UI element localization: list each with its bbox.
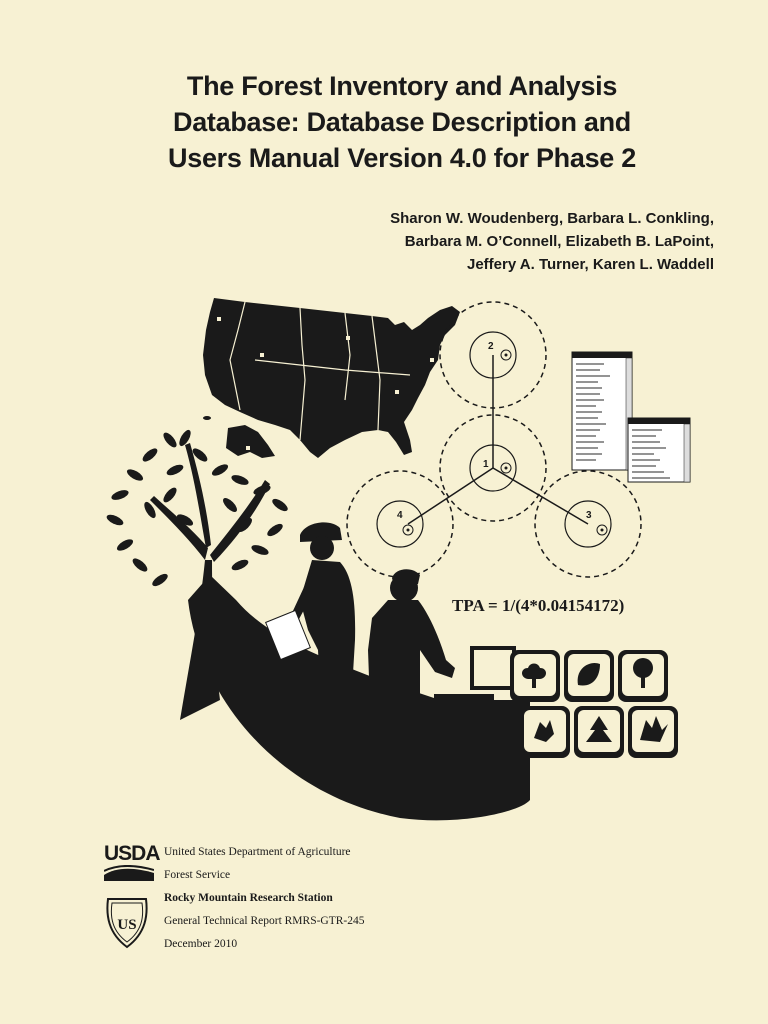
title-line-1: The Forest Inventory and Analysis [186, 71, 618, 101]
usda-logo-text: USDA [104, 842, 161, 865]
leaf-key-icon [628, 706, 678, 758]
database-table-icon [627, 417, 691, 483]
us-map-icon [203, 298, 460, 458]
station-name: Rocky Mountain Research Station [164, 892, 333, 904]
author-line-2: Barbara M. O’Connell, Elizabeth B. LaPoi… [404, 233, 714, 250]
plot-label-2: 2 [488, 341, 494, 352]
report-title: The Forest Inventory and Analysis Databa… [84, 68, 720, 176]
plot-label-4: 4 [397, 510, 403, 521]
leaf-key-icon [520, 706, 570, 758]
publication-date: December 2010 [164, 938, 238, 950]
tpa-formula: TPA = 1/(4*0.04154172) [452, 596, 625, 615]
author-line-3: Jeffery A. Turner, Karen L. Waddell [466, 256, 714, 273]
database-table-icon [571, 351, 633, 471]
plot-label-3: 3 [586, 510, 592, 521]
tree-key-icon [618, 650, 668, 702]
report-number: General Technical Report RMRS-GTR-245 [164, 915, 365, 927]
agency-name: Forest Service [164, 869, 231, 881]
forester-icon [265, 522, 356, 690]
usda-logo: USDA [103, 842, 161, 883]
computer-operator-icon [368, 569, 530, 750]
forest-service-shield-icon: US [106, 898, 148, 949]
plot-diagram [346, 301, 642, 578]
tree-key-icon [510, 650, 560, 702]
title-line-3: Users Manual Version 4.0 for Phase 2 [168, 143, 636, 173]
shield-initials: US [117, 917, 136, 933]
tree-key-icon [574, 706, 624, 758]
author-list: Sharon W. Woudenberg, Barbara L. Conklin… [194, 207, 714, 276]
cover-illustration: 2 1 4 3 [106, 298, 691, 821]
title-line-2: Database: Database Description and [173, 107, 631, 137]
usda-logo-stripes [103, 865, 155, 881]
tree-icon [106, 429, 288, 720]
author-line-1: Sharon W. Woudenberg, Barbara L. Conklin… [390, 210, 714, 227]
publisher-info: United States Department of Agriculture … [164, 841, 365, 956]
plot-label-1: 1 [483, 459, 489, 470]
leaf-key-icon [564, 650, 614, 702]
department-name: United States Department of Agriculture [164, 846, 351, 858]
